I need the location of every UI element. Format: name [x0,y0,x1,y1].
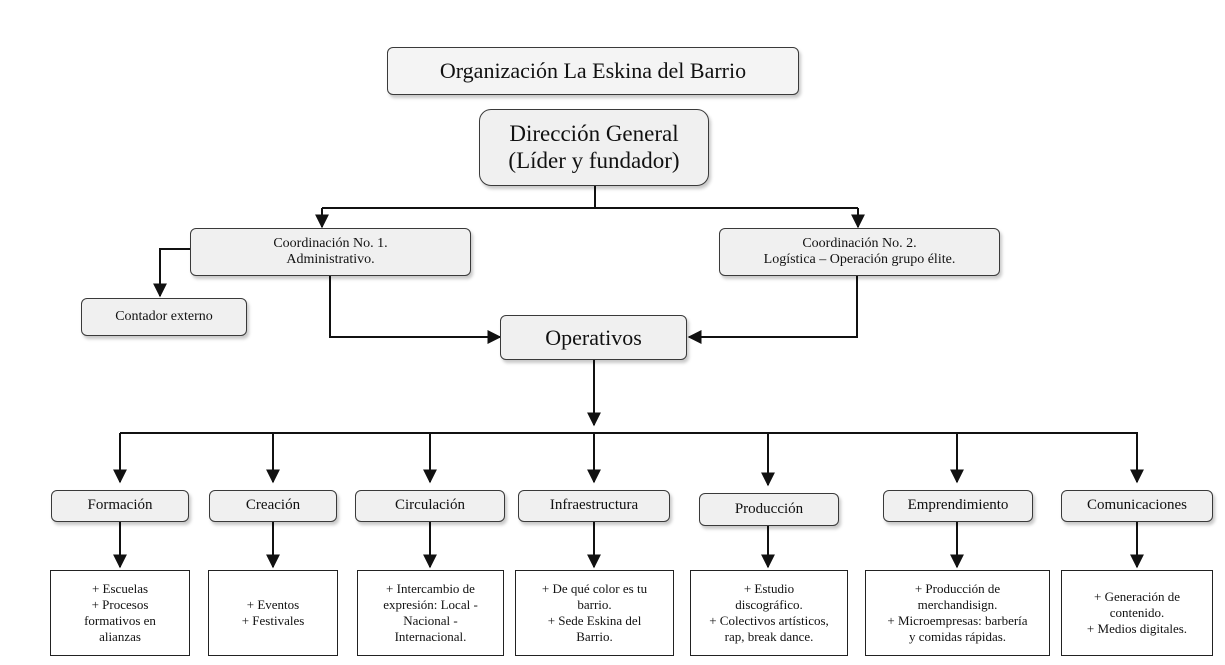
detail-line: contenido. [1109,605,1165,621]
detail-line: + Escuelas [91,581,149,597]
detail-line: + Eventos [246,597,300,613]
coord1-line1: Coordinación No. 1. [273,235,388,251]
operativos-box: Operativos [500,315,687,360]
direccion-general-box: Dirección General (Líder y fundador) [479,109,709,186]
area-formacion-box: Formación [51,490,189,522]
area-creacion-box: Creación [209,490,337,522]
detail-line: discográfico. [735,597,803,613]
detail-line: merchandisign. [917,597,998,613]
area-emprendimiento-box: Emprendimiento [883,490,1033,522]
coordinacion-1-box: Coordinación No. 1. Administrativo. [190,228,471,276]
detail-line: + Estudio [743,581,795,597]
area-produccion-box: Producción [699,493,839,526]
detail-line: + Colectivos artísticos, [709,613,829,628]
detail-line: + Festivales [241,613,305,628]
detail-line: + Procesos [91,597,149,613]
direccion-line1: Dirección General [509,121,679,147]
detail-circulacion-box: + Intercambio de expresión: Local - Naci… [357,570,504,656]
area-label: Producción [734,500,804,517]
contador-externo-box: Contador externo [81,298,247,336]
detail-line: + Producción de [914,581,1001,597]
detail-line: formativos en [84,613,156,628]
link-coord1-operativos [329,276,502,344]
detail-comunicaciones-box: + Generación de contenido. + Medios digi… [1061,570,1213,656]
detail-produccion-box: + Estudio discográfico. + Colectivos art… [690,570,848,656]
area-circulacion-box: Circulación [355,490,505,522]
detail-line: + De qué color es tu [541,581,648,597]
detail-line: Nacional - [403,613,458,628]
detail-line: barrio. [577,597,612,613]
area-label: Emprendimiento [907,497,1009,514]
detail-line: expresión: Local - [383,597,478,613]
area-label: Infraestructura [549,497,639,514]
detail-line: + Microempresas: barbería [887,613,1028,628]
coord2-line1: Coordinación No. 2. [802,235,917,251]
detail-line: Internacional. [394,628,467,644]
contador-label: Contador externo [115,308,213,324]
coord2-line2: Logística – Operación grupo élite. [763,252,956,267]
detail-line: + Generación de [1093,589,1180,605]
coord1-line2: Administrativo. [286,252,375,267]
detail-line: + Medios digitales. [1086,620,1188,636]
detail-line: rap, break dance. [724,628,814,644]
area-label: Formación [87,497,153,514]
area-comunicaciones-box: Comunicaciones [1061,490,1213,522]
detail-creacion-box: + Eventos + Festivales [208,570,338,656]
area-infraestructura-box: Infraestructura [518,490,670,522]
detail-infraestructura-box: + De qué color es tu barrio. + Sede Eski… [515,570,674,656]
direccion-line2: (Líder y fundador) [508,147,680,173]
detail-line: + Sede Eskina del [547,613,642,628]
area-label: Comunicaciones [1087,497,1187,514]
organization-title-box: Organización La Eskina del Barrio [387,47,799,95]
link-coord1-contador [153,248,190,298]
detail-line: Barrio. [576,628,613,644]
coordinacion-2-box: Coordinación No. 2. Logística – Operació… [719,228,1000,276]
area-label: Creación [245,497,301,514]
detail-line: + Intercambio de [386,581,475,597]
link-coord2-operativos [687,276,858,344]
detail-line: y comidas rápidas. [908,628,1007,644]
area-label: Circulación [395,497,465,514]
operativos-label: Operativos [545,324,642,350]
organization-title: Organización La Eskina del Barrio [439,58,747,84]
detail-formacion-box: + Escuelas + Procesos formativos en alia… [50,570,190,656]
detail-emprendimiento-box: + Producción de merchandisign. + Microem… [865,570,1050,656]
detail-line: alianzas [99,628,141,644]
